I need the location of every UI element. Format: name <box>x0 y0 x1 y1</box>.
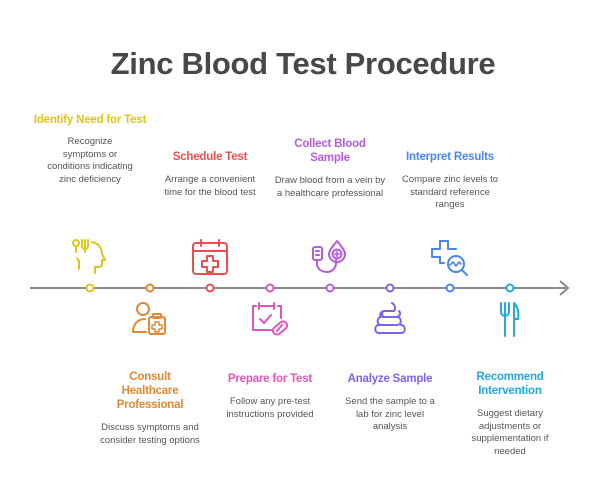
timeline-node <box>205 283 215 293</box>
step-title: Analyze Sample <box>347 373 433 385</box>
timeline-node <box>85 283 95 293</box>
step-interpret-results: Interpret Results Compare zinc levels to… <box>385 150 515 212</box>
step-consult-healthcare: Consult Healthcare Professional Discuss … <box>85 370 215 447</box>
fork-knife-icon <box>500 302 520 337</box>
medical-search-icon <box>431 240 468 276</box>
step-identify-need: Identify Need for Test Recognize symptom… <box>25 113 155 186</box>
step-analyze-sample: Analyze Sample Send the sample to a lab … <box>325 372 455 434</box>
timeline-node <box>445 283 455 293</box>
step-description: Discuss symptoms and consider testing op… <box>100 422 200 446</box>
timeline-node <box>265 283 275 293</box>
step-description: Arrange a convenient time for the blood … <box>164 174 256 198</box>
step-title: Recommend Intervention <box>476 371 544 397</box>
timeline-node <box>145 283 155 293</box>
step-recommend-intervention: Recommend Intervention Suggest dietary a… <box>445 370 575 458</box>
step-description: Send the sample to a lab for zinc level … <box>345 396 435 432</box>
step-title: Identify Need for Test <box>33 114 147 126</box>
step-collect-blood-sample: Collect Blood Sample Draw blood from a v… <box>265 137 395 200</box>
sample-swirl-icon <box>374 302 406 334</box>
step-title: Consult Healthcare Professional <box>116 371 184 411</box>
step-title: Collect Blood Sample <box>294 138 366 164</box>
food-head-icon <box>72 239 106 274</box>
step-description: Follow any pre-test instructions provide… <box>226 396 314 420</box>
page-title: Zinc Blood Test Procedure <box>110 46 496 81</box>
step-title: Interpret Results <box>406 151 494 163</box>
step-description: Compare zinc levels to standard referenc… <box>401 174 499 210</box>
step-title: Prepare for Test <box>227 373 313 385</box>
arrow-head-icon <box>559 280 570 296</box>
step-schedule-test: Schedule Test Arrange a convenient time … <box>145 150 275 199</box>
timeline-node <box>505 283 515 293</box>
step-description: Suggest dietary adjustments or supplemen… <box>471 408 549 457</box>
blood-bag-icon <box>312 240 346 273</box>
step-description: Draw blood from a vein by a healthcare p… <box>274 175 386 199</box>
step-description: Recognize symptoms or conditions indicat… <box>47 136 133 185</box>
timeline-node <box>325 283 335 293</box>
doctor-clipboard-icon <box>132 302 166 335</box>
step-prepare-for-test: Prepare for Test Follow any pre-test ins… <box>205 372 335 421</box>
calendar-check-pill-icon <box>252 302 289 336</box>
step-title: Schedule Test <box>172 151 248 163</box>
calendar-medical-icon <box>192 239 228 275</box>
timeline-node <box>385 283 395 293</box>
